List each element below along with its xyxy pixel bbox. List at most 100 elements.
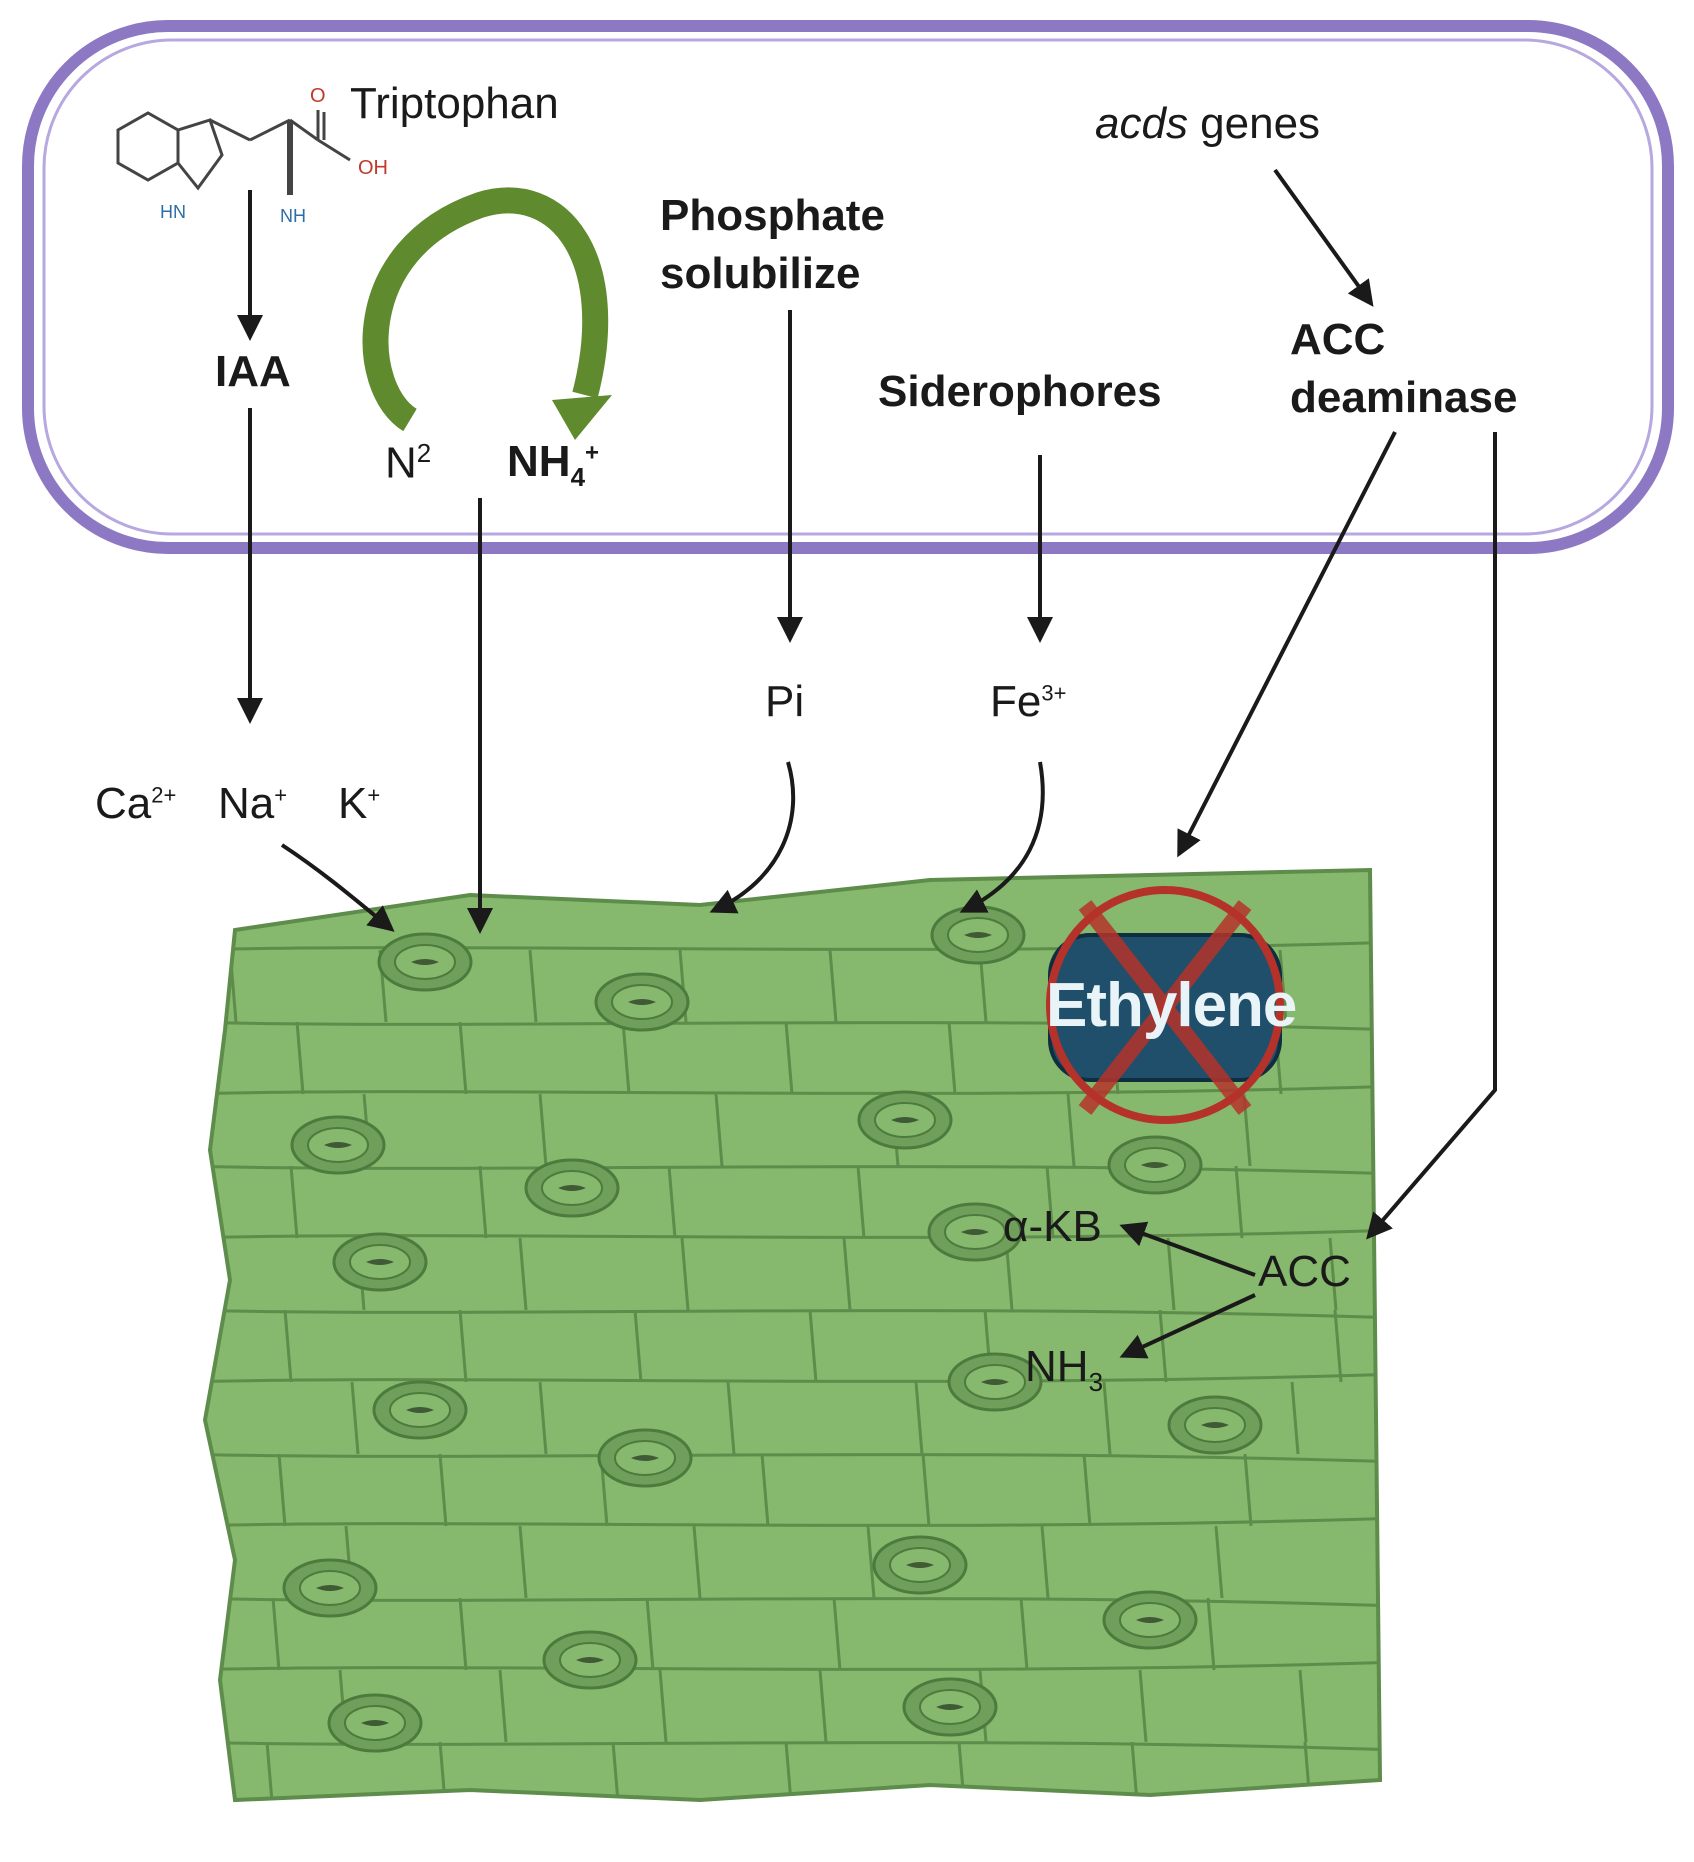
cell-wall — [1214, 1525, 1224, 1599]
molecule-nh2-label: NH — [280, 206, 306, 226]
cell-wall — [438, 1741, 448, 1800]
cell-wall — [1019, 1597, 1029, 1671]
ethylene-label: Ethylene — [1046, 971, 1297, 1040]
bacterium-cell — [22, 20, 1674, 554]
cell-wall — [818, 1669, 828, 1743]
phosphate-label-line1: Phosphate — [660, 191, 885, 240]
stoma-icon — [930, 905, 1026, 965]
cell-wall — [658, 1669, 668, 1743]
arrow-ions-to-leaf — [280, 843, 395, 932]
cell-wall — [498, 1669, 508, 1743]
ion-k-label: K+ — [338, 779, 381, 828]
siderophores-label: Siderophores — [878, 367, 1162, 416]
cell-wall — [350, 1381, 360, 1455]
cell-wall — [808, 1309, 818, 1383]
nh4-label: NH4+ — [507, 437, 600, 492]
cell-wall — [295, 1021, 305, 1095]
cell-wall — [1158, 1309, 1168, 1383]
acc-deaminase-label-line1: ACC — [1290, 315, 1386, 364]
cell-wall — [680, 1237, 690, 1311]
cell-wall — [760, 1453, 770, 1527]
tryptophan-label: Triptophan — [350, 79, 559, 128]
stoma-icon — [947, 1352, 1043, 1412]
arrow-fe-to-leaf — [959, 761, 1045, 913]
cell-wall-row — [205, 1084, 1380, 1096]
stoma-icon — [857, 1090, 953, 1150]
acc-deaminase-label-line2: deaminase — [1290, 373, 1518, 422]
cell-wall — [283, 1309, 293, 1383]
cell-wall-row — [205, 1308, 1380, 1320]
stoma-icon — [377, 932, 473, 992]
molecule-oxygen-label: O — [310, 85, 326, 107]
cell-wall — [692, 1525, 702, 1599]
alpha-kb-label: α-KB — [1003, 1202, 1102, 1251]
cell-wall — [1138, 1669, 1148, 1743]
cell-wall — [1066, 1093, 1076, 1167]
arrow-acc-to-nh3 — [1119, 1293, 1256, 1359]
arrow-deaminase-to-ethylene — [1177, 431, 1397, 858]
stoma-icon — [542, 1630, 638, 1690]
cell-wall — [1303, 1741, 1313, 1800]
cell-wall-row — [205, 1372, 1380, 1384]
stoma-icon — [372, 1380, 468, 1440]
iaa-label: IAA — [215, 347, 291, 396]
cell-wall — [1395, 1598, 1401, 1670]
cell-wall — [784, 1021, 794, 1095]
arrows — [237, 168, 1497, 1359]
cell-wall — [856, 1165, 866, 1239]
arrow-acc-to-akb — [1119, 1221, 1256, 1277]
tryptophan-molecule-icon — [116, 110, 351, 195]
cell-wall — [611, 1741, 621, 1800]
nh3-label: NH3 — [1025, 1342, 1104, 1397]
molecule-oh-label: OH — [358, 157, 388, 179]
arrow-genes-to-acc-deaminase — [1273, 168, 1374, 307]
stoma-icon — [1167, 1395, 1263, 1455]
cell-wall — [518, 1237, 528, 1311]
stoma-icon — [872, 1535, 968, 1595]
cell-wall — [289, 1165, 299, 1239]
cell-wall — [1040, 1525, 1050, 1599]
cell-wall — [1045, 1165, 1055, 1239]
cell-wall — [1390, 1526, 1396, 1598]
cell-wall — [458, 1021, 468, 1095]
cell-wall — [518, 1525, 528, 1599]
stoma-icon — [597, 1428, 693, 1488]
cell-wall — [277, 1453, 287, 1527]
cell-wall — [458, 1597, 468, 1671]
cell-wall — [726, 1381, 736, 1455]
cell-wall — [914, 1381, 924, 1455]
cell-wall — [1206, 1597, 1216, 1671]
cell-wall — [1290, 1381, 1300, 1455]
cell-wall — [1082, 1453, 1092, 1527]
cell-wall — [645, 1597, 655, 1671]
cell-wall — [1328, 1237, 1338, 1311]
cell-wall — [1102, 1381, 1112, 1455]
n2-label: N2 — [385, 438, 432, 488]
cell-wall — [866, 1525, 876, 1599]
cell-wall — [1243, 1453, 1253, 1527]
ion-na-label: Na+ — [218, 779, 288, 828]
cell-wall — [1298, 1669, 1308, 1743]
cell-wall-row — [205, 1740, 1380, 1752]
pi-label: Pi — [765, 677, 805, 726]
stoma-icon — [594, 972, 690, 1032]
cell-wall — [1166, 1237, 1176, 1311]
ethylene-blocked-icon — [1046, 886, 1284, 1124]
molecule-nh-label: HN — [160, 202, 186, 222]
cell-wall — [271, 1597, 281, 1671]
stoma-icon — [332, 1232, 428, 1292]
stoma-icon — [524, 1158, 620, 1218]
cell-wall — [714, 1093, 724, 1167]
cell-wall-row — [205, 1452, 1380, 1464]
arrow-deaminase-to-acc — [1366, 432, 1497, 1240]
cell-wall-row — [205, 1660, 1380, 1672]
stoma-icon — [927, 1202, 1023, 1262]
cell-wall — [957, 1741, 967, 1800]
stoma-icon — [282, 1558, 378, 1618]
cell-wall — [458, 1309, 468, 1383]
cell-wall-row — [205, 1228, 1380, 1240]
cell-wall — [1130, 1741, 1140, 1800]
cell-wall — [265, 1741, 275, 1800]
